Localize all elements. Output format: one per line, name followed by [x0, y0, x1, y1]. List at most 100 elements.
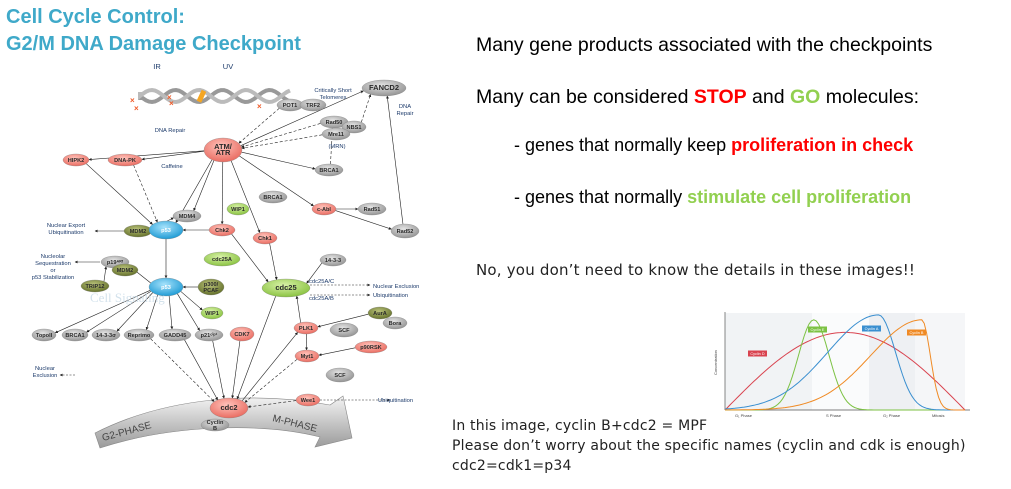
watermark: Cell Signaling — [90, 290, 165, 305]
edge-hipk2-p53a — [86, 163, 153, 225]
node-reprimo[interactable]: Reprimo — [123, 328, 155, 342]
label-telomeres2: Telomeres — [320, 95, 347, 101]
node-p21[interactable]: p21ᶜⁱᵖ¹ — [194, 328, 224, 342]
node-aura[interactable]: AurA — [367, 306, 393, 320]
node-brca1c[interactable]: BRCA1 — [61, 328, 89, 342]
node-shape — [62, 153, 90, 167]
node-mdm2a[interactable]: MDM2 — [123, 224, 153, 238]
node-p90[interactable]: p90RSK — [354, 340, 388, 354]
curve-cyclin-d — [724, 331, 966, 411]
series-label: Cyclin A — [865, 327, 879, 331]
node-label: TRIP12 — [86, 284, 105, 290]
node-chk1[interactable]: Chk1 — [252, 231, 278, 245]
node-mdm4[interactable]: MDM4 — [172, 209, 202, 223]
node-cabl[interactable]: c-Abl — [311, 202, 337, 216]
node-trf2[interactable]: TRF2 — [299, 98, 327, 112]
series-label-bg — [808, 326, 827, 333]
node-rad51[interactable]: Rad51 — [357, 202, 387, 216]
node-fancd2[interactable]: FANCD2 — [361, 79, 407, 97]
node-dnapk[interactable]: DNA-PK — [107, 153, 143, 167]
note-bottom-line-2: Please don’t worry about the specific na… — [452, 438, 966, 454]
node-shape — [148, 277, 184, 297]
node-s1433[interactable]: 14-3-3σ — [91, 328, 121, 342]
node-brca1a[interactable]: BRCA1 — [314, 163, 344, 177]
node-rad52[interactable]: Rad52 — [390, 223, 420, 239]
label-mrn: (MRN) — [328, 144, 345, 150]
node-hipk2[interactable]: HIPK2 — [62, 153, 90, 167]
node-cdc2[interactable]: cdc2 — [209, 397, 249, 419]
edge-wee1-cdc2 — [247, 400, 297, 409]
node-p53a[interactable]: p53 — [148, 220, 184, 240]
node-shape — [325, 367, 355, 383]
phase-label: G₂ Phase — [883, 413, 901, 418]
edge-chk1-cdc25 — [269, 243, 278, 280]
node-gadd45[interactable]: GADD45 — [158, 328, 192, 342]
node-bora[interactable]: Bora — [382, 316, 408, 330]
node-f1433[interactable]: 14-3-3 — [319, 253, 347, 267]
node-label: DNA-PK — [114, 158, 136, 164]
node-nbs1[interactable]: NBS1 — [341, 120, 367, 134]
svg-text:×: × — [169, 99, 174, 108]
and-word: and — [746, 86, 791, 108]
node-shape — [261, 278, 311, 298]
label-uv: UV — [223, 62, 233, 71]
node-scf1[interactable]: SCF — [329, 322, 359, 338]
edge-p53b-wip1b — [180, 291, 203, 311]
node-label: WIP1 — [205, 311, 219, 317]
label-dna-repair-r1: DNA — [399, 104, 411, 110]
node-p53b[interactable]: p53 — [148, 277, 184, 297]
edge-f1433-cdc25 — [306, 262, 323, 284]
node-scf2[interactable]: SCF — [325, 367, 355, 383]
node-atm[interactable]: ATM/ATR — [203, 137, 243, 163]
label-dna-repair-r2: Repair — [396, 111, 413, 117]
title-line-2: G2/M DNA Damage Checkpoint — [6, 33, 301, 55]
series-label: Cyclin D — [750, 352, 764, 356]
edge-nbs1-fancd2 — [361, 94, 372, 123]
series-label: Cyclin B — [910, 331, 924, 335]
node-trip12[interactable]: TRIP12 — [80, 279, 110, 293]
node-label: NBS1 — [347, 125, 362, 131]
node-wip1b[interactable]: WIP1 — [200, 306, 224, 320]
node-topo[interactable]: TopoII — [31, 328, 57, 342]
label-cdc25ac: cdc25A/C — [309, 279, 334, 285]
node-mdm2b[interactable]: MDM2 — [111, 263, 139, 277]
node-shape — [80, 279, 110, 293]
node-label: WIP1 — [231, 207, 245, 213]
go-word: GO — [790, 86, 821, 108]
node-cdc25[interactable]: cdc25 — [261, 278, 311, 298]
label-nuc-excl-l1: Nuclear — [35, 366, 55, 372]
node-wee1[interactable]: Wee1 — [295, 393, 321, 407]
node-pot1[interactable]: POT1 — [276, 98, 304, 112]
node-label: BRCA1 — [319, 168, 338, 174]
node-brca1b[interactable]: BRCA1 — [258, 190, 288, 204]
node-shape — [294, 349, 320, 363]
node-plk1[interactable]: PLK1 — [293, 321, 319, 335]
label-caffeine: Caffeine — [161, 164, 183, 170]
node-mre11[interactable]: Mre11 — [321, 127, 351, 141]
node-label: TopoII — [36, 333, 53, 339]
label-nucleolar2: Sequestration — [35, 261, 71, 267]
edge-reprimo-cdc2 — [150, 338, 215, 402]
node-shape — [226, 202, 250, 216]
edge-p53b-reprimo — [145, 294, 158, 331]
node-label: Chk2 — [215, 228, 229, 234]
bullet-line-3-emphasis: proliferation in check — [731, 135, 914, 155]
node-cdk7[interactable]: CDK7 — [229, 326, 255, 342]
node-cdc25a[interactable]: cdc25A — [203, 251, 241, 267]
node-p300[interactable]: p300/PCAF — [197, 278, 225, 296]
edge-cdc2-plk1 — [241, 332, 298, 401]
node-shape — [258, 190, 288, 204]
node-wip1a[interactable]: WIP1 — [226, 202, 250, 216]
label-nuc-export1: Nuclear Export — [47, 223, 86, 229]
node-label: p53 — [161, 285, 171, 291]
node-label: HIPK2 — [68, 158, 84, 164]
node-chk2[interactable]: Chk2 — [208, 223, 236, 237]
series-label-bg — [862, 325, 881, 332]
node-myt1[interactable]: Myt1 — [294, 349, 320, 363]
node-shape — [357, 202, 387, 216]
node-label: cdc2 — [220, 403, 237, 412]
edge-rad50-atm — [241, 123, 321, 148]
node-label: GADD45 — [164, 333, 187, 339]
